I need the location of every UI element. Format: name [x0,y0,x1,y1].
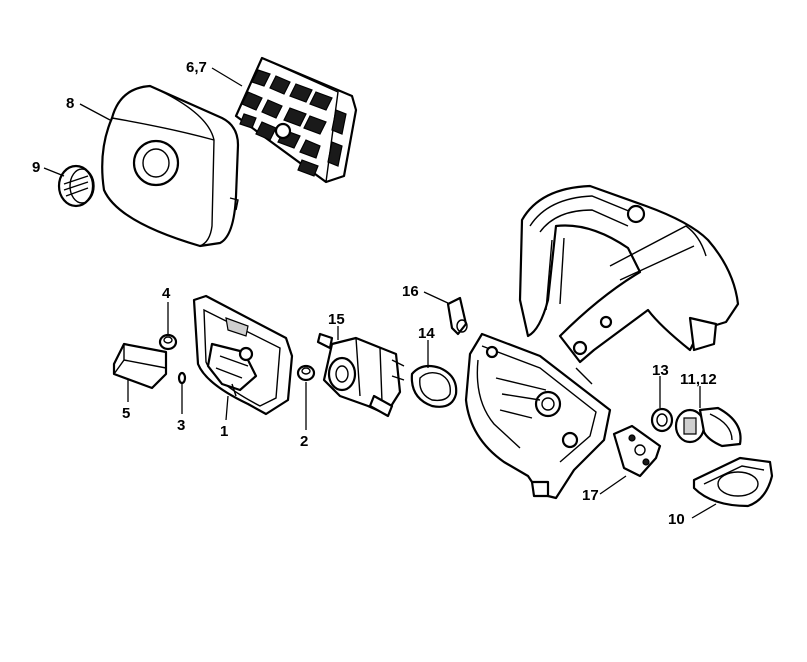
callout-17: 17 [582,487,599,504]
part-3-oring [177,371,187,385]
callout-1: 1 [220,423,228,440]
callout-5: 5 [122,405,130,422]
part-1112-intake-boot [674,406,742,448]
callout-14: 14 [418,325,435,342]
housing-handle [518,184,740,385]
leader-lines [43,67,717,519]
part-1-carburetor-base [192,294,294,416]
part-8-filter-cover [101,84,240,248]
part-15-carburetor [316,332,405,418]
part-16-valve [446,296,468,336]
callout-15: 15 [328,311,345,328]
callout-16: 16 [402,283,419,300]
callout-2: 2 [300,433,308,450]
callout-13: 13 [652,362,669,379]
part-9-knob [57,164,95,208]
callout-3: 3 [177,417,185,434]
callout-4: 4 [162,285,171,302]
callouts: 6,7 8 9 4 5 3 1 2 15 14 16 13 11,12 10 1… [32,59,717,528]
callout-1112: 11,12 [680,371,717,388]
part-4-grommet [158,333,178,351]
part-2-grommet [296,364,316,382]
part-14-gasket [410,364,458,408]
part-5-block [112,342,168,390]
part-17-plate [612,424,662,478]
callout-9: 9 [32,159,40,176]
carburetor-box [464,332,612,500]
callout-8: 8 [66,95,74,112]
part-13-ring [650,407,674,433]
callout-10: 10 [668,511,685,528]
callout-67: 6,7 [186,59,207,76]
part-67-filter-element [234,56,358,184]
part-10-flange [692,456,774,508]
